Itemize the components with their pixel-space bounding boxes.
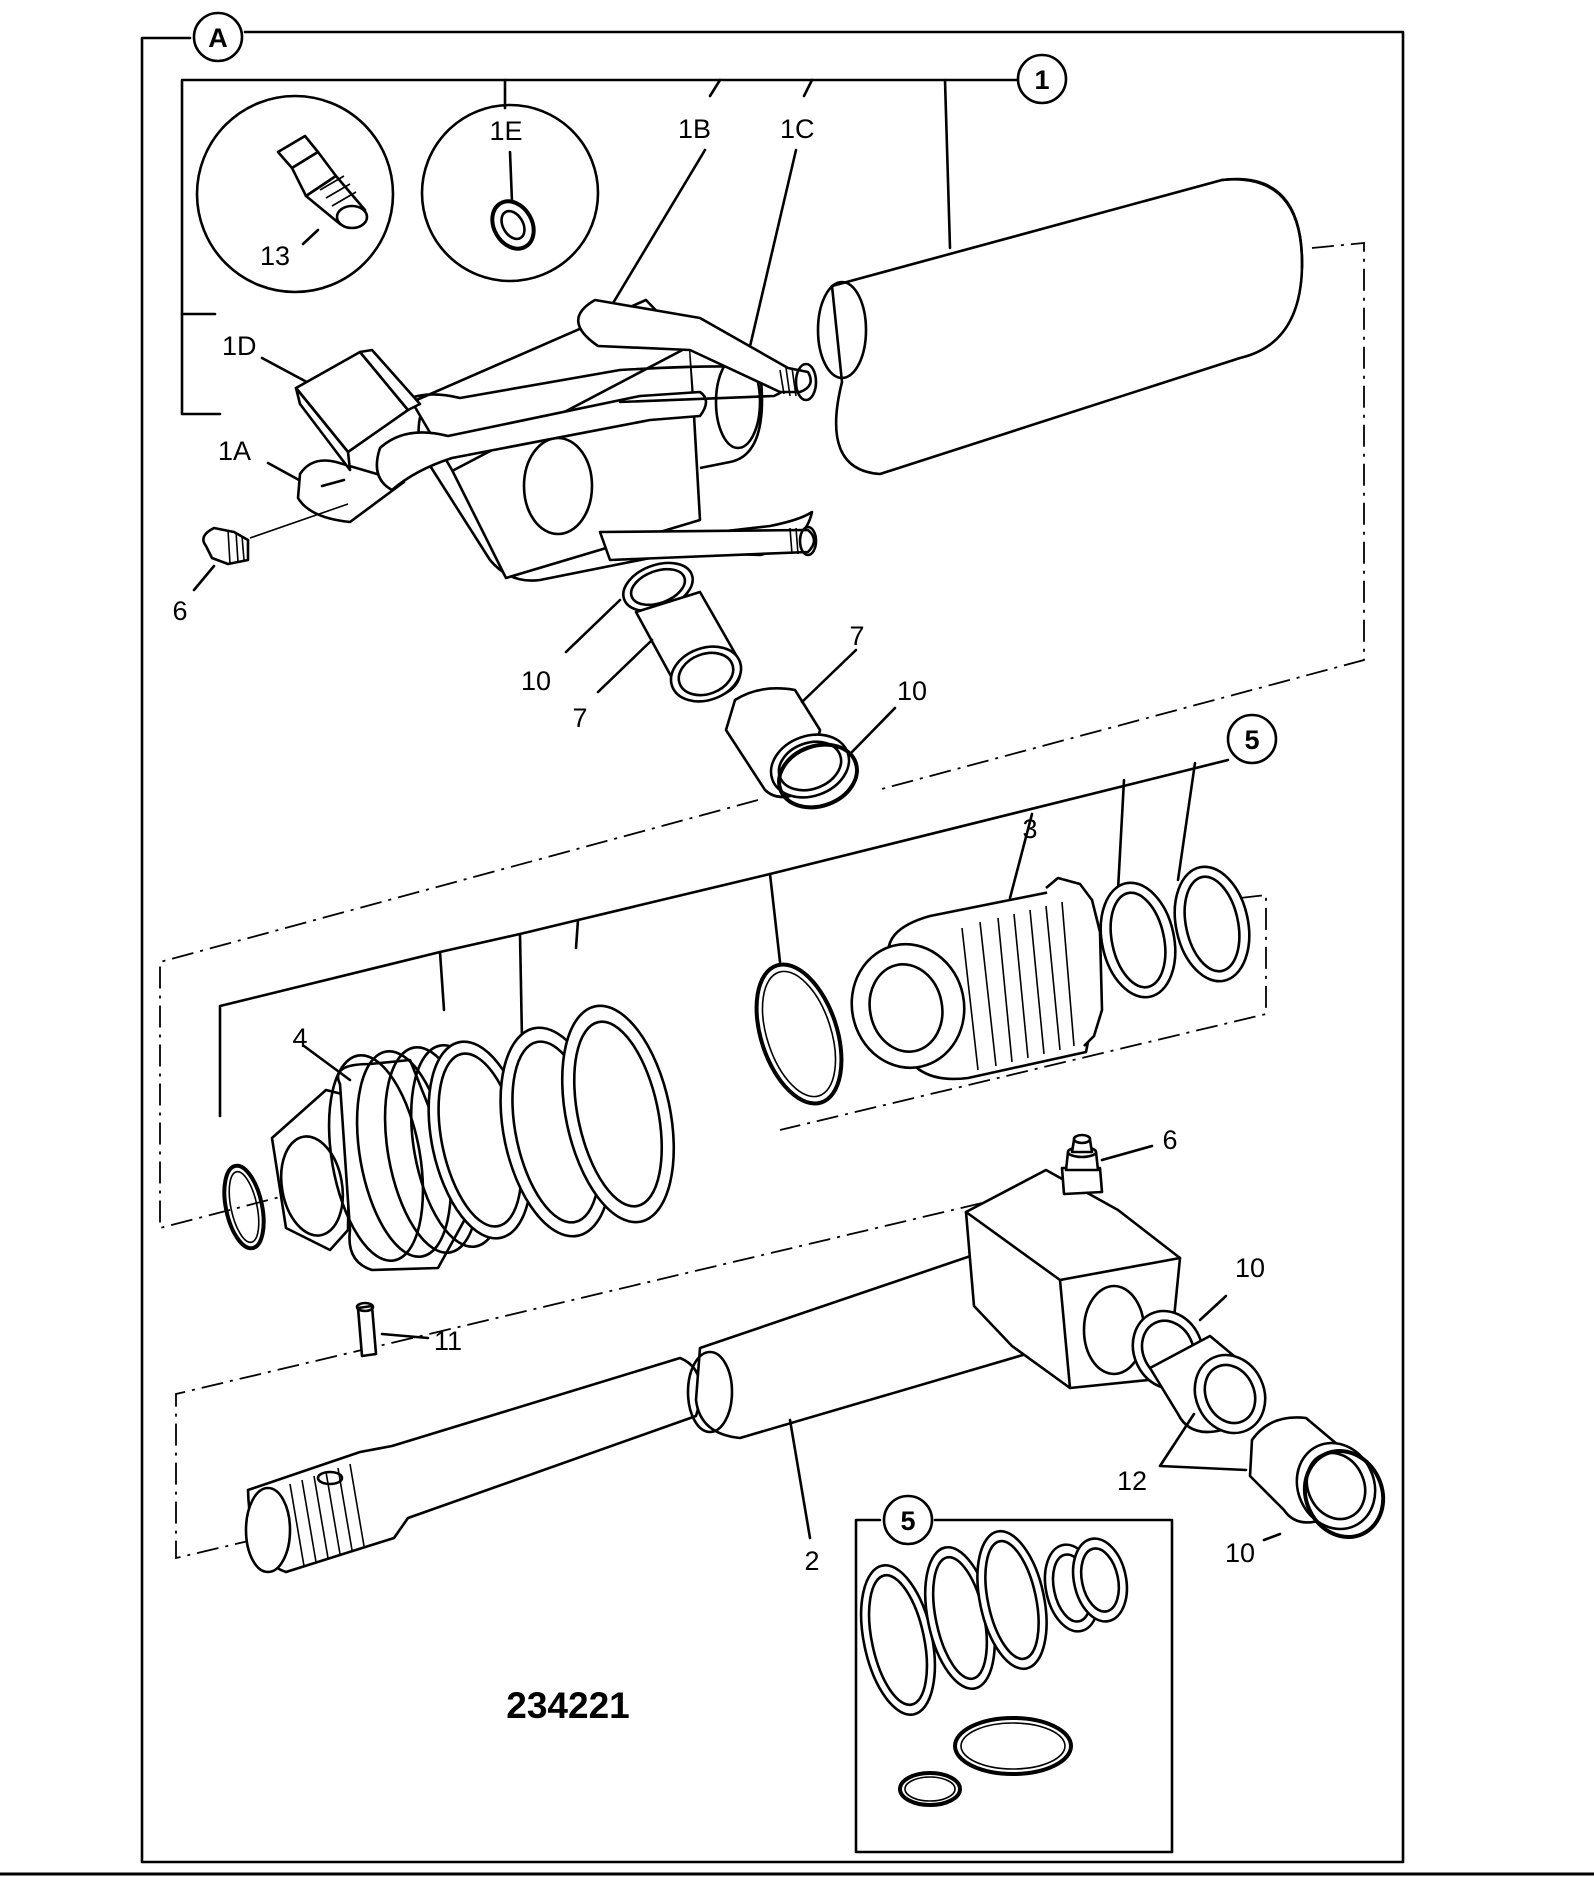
callout-6-bottom-text: 6 <box>1162 1125 1177 1155</box>
kit-ring-3 <box>976 1529 1048 1671</box>
callout-6-top-text: 6 <box>172 596 187 626</box>
bush-12-upper <box>1131 1309 1267 1435</box>
callout-13-text: 13 <box>260 241 290 271</box>
callout-5-top: 5 <box>218 713 1278 1118</box>
bush-7-lower <box>724 687 859 810</box>
cylinder-tube-1 <box>816 177 1304 476</box>
callout-7-a-text: 7 <box>572 703 587 733</box>
o-ring-small-left <box>222 1163 266 1251</box>
callout-3-text: 3 <box>1022 814 1037 844</box>
callout-4-text: 4 <box>292 1023 307 1053</box>
mounting-block-1d <box>294 348 422 472</box>
callout-2-text: 2 <box>804 1546 819 1576</box>
callout-10-a-text: 10 <box>521 666 551 696</box>
callout-11-text: 11 <box>434 1326 462 1356</box>
callout-1d-text: 1D <box>222 331 257 361</box>
callout-12-text: 12 <box>1117 1466 1147 1496</box>
grease-nipple-6-top: 6 <box>172 503 349 626</box>
view-label-a: A <box>192 11 244 63</box>
kit-o-ring-large <box>953 1716 1073 1776</box>
callout-1c-text: 1C <box>780 114 815 144</box>
detail-circle-13: 13 <box>195 94 395 294</box>
callout-7-b-text: 7 <box>849 621 864 651</box>
callout-1a-text: 1A <box>218 436 251 466</box>
callout-1-bracket: 1 <box>180 53 1068 416</box>
o-ring-middle <box>754 962 844 1106</box>
callout-10-d-text: 10 <box>1225 1538 1255 1568</box>
bush-12-lower <box>1248 1416 1386 1539</box>
piston-rod-2: 2 <box>244 1244 1064 1576</box>
piston-4: 4 <box>270 1023 507 1272</box>
detail-circle-1e: 1E <box>420 103 600 283</box>
drawing-frame <box>0 30 1594 1876</box>
callout-1e-text: 1E <box>489 116 522 146</box>
roll-pin-11: 11 <box>355 1301 462 1358</box>
callout-1-text: 1 <box>1034 65 1049 95</box>
callout-5-top-text: 5 <box>1244 725 1259 755</box>
bush-7-upper <box>622 561 743 703</box>
callout-10-b-text: 10 <box>897 676 927 706</box>
kit-o-ring-small <box>898 1771 962 1807</box>
adaptor-13-part <box>276 134 369 230</box>
seal-kit-5-box: 5 <box>854 1494 1174 1854</box>
kit-ring-1 <box>859 1564 937 1716</box>
callout-5-kit-text: 5 <box>900 1506 915 1536</box>
drawing-reference-number: 234221 <box>506 1685 629 1726</box>
view-label-a-text: A <box>208 23 228 53</box>
callout-1b-text: 1B <box>678 114 711 144</box>
kit-ring-4 <box>1043 1537 1129 1633</box>
grease-nipple-6-bottom: 6 <box>1060 1125 1178 1196</box>
gland-nut-3: 3 <box>850 812 1104 1081</box>
section-boundaries <box>159 242 1365 1560</box>
piston-wear-ring-3 <box>560 1004 676 1224</box>
piston-seal-ring-pair <box>1099 865 1251 999</box>
cylinder-body-1a <box>296 298 818 582</box>
callout-10-c-text: 10 <box>1235 1253 1265 1283</box>
seal-1e-part <box>490 199 536 251</box>
